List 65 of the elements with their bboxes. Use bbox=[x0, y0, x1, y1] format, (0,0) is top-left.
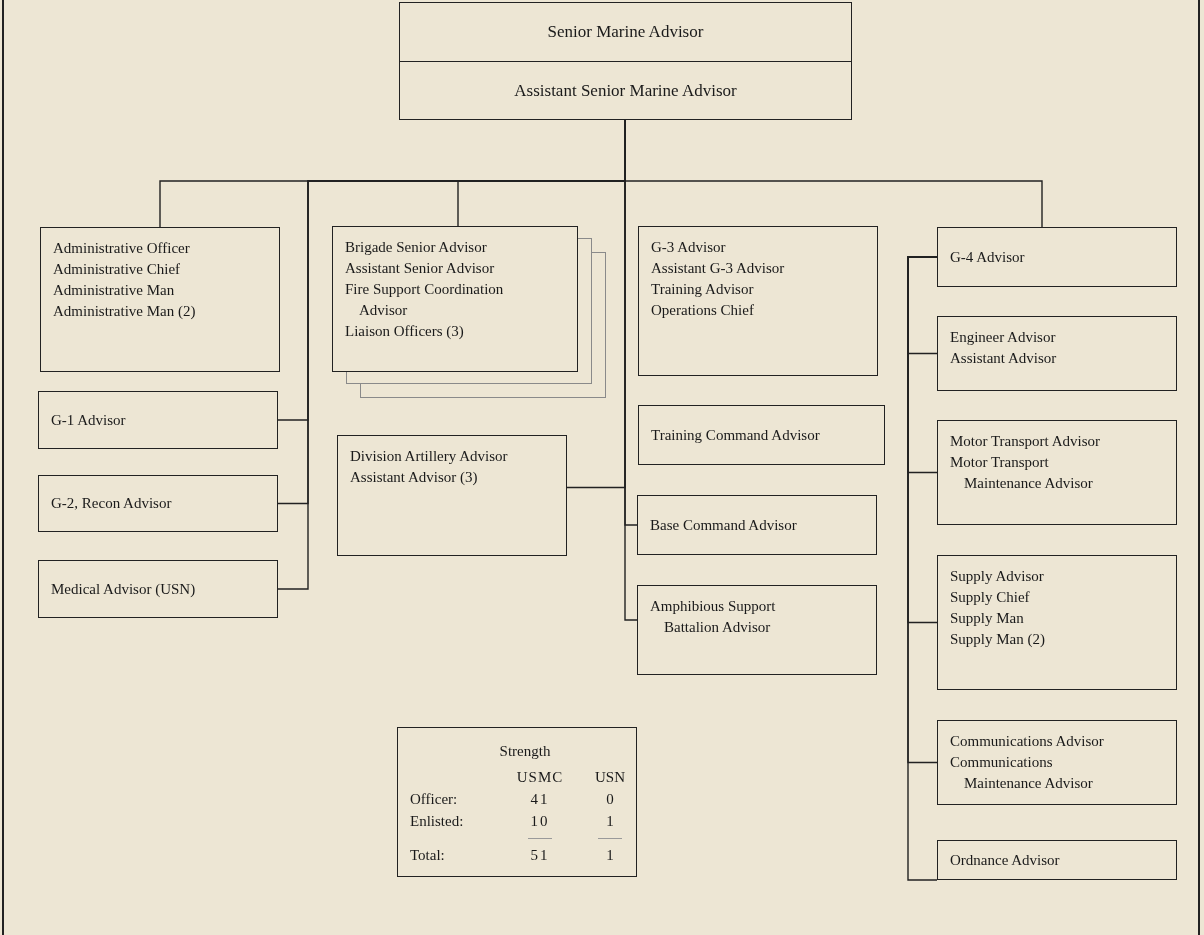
position-box bbox=[40, 227, 280, 372]
table-cell-text: Officer: bbox=[410, 790, 459, 809]
position-box bbox=[38, 560, 278, 618]
position-title: G-4 Advisor bbox=[950, 247, 1026, 267]
position-box bbox=[637, 585, 877, 675]
position-box bbox=[337, 435, 567, 556]
position-title: Base Command Advisor bbox=[650, 515, 798, 535]
position-title: Assistant Advisor (3) bbox=[350, 468, 479, 487]
table-cell-text: 51 bbox=[529, 846, 551, 865]
position-box bbox=[38, 475, 278, 532]
table-cell-text: 0 bbox=[605, 790, 615, 809]
position-box bbox=[638, 405, 885, 465]
position-box bbox=[937, 840, 1177, 880]
position-title: Engineer Advisor bbox=[950, 328, 1057, 347]
position-box bbox=[332, 226, 578, 372]
table-cell-text: USN bbox=[594, 768, 626, 787]
position-title: Assistant Advisor bbox=[950, 349, 1058, 368]
position-title: Communications Maintenance Advisor bbox=[950, 753, 1094, 793]
position-title: Medical Advisor (USN) bbox=[51, 579, 197, 599]
position-title: Assistant Senior Marine Advisor bbox=[514, 79, 737, 102]
position-box bbox=[937, 227, 1177, 287]
position-title: Communications Advisor bbox=[950, 732, 1105, 751]
position-box bbox=[637, 495, 877, 555]
position-title: Administrative Man (2) bbox=[53, 302, 197, 321]
position-title: Administrative Officer bbox=[53, 239, 191, 258]
position-title: Assistant Senior Advisor bbox=[345, 259, 496, 278]
position-title: Supply Advisor bbox=[950, 567, 1045, 586]
table-cell-text: USMC bbox=[515, 768, 565, 787]
position-title: Operations Chief bbox=[651, 301, 755, 320]
position-box bbox=[937, 555, 1177, 690]
position-box bbox=[399, 2, 852, 120]
position-title: G-3 Advisor bbox=[651, 238, 727, 257]
position-title: Division Artillery Advisor bbox=[350, 447, 509, 466]
position-title: Training Advisor bbox=[651, 280, 755, 299]
position-box bbox=[937, 420, 1177, 525]
position-title: Motor Transport Advisor bbox=[950, 432, 1102, 451]
position-title: G-1 Advisor bbox=[51, 410, 127, 430]
table-cell-text: Enlisted: bbox=[410, 812, 465, 831]
position-title: Liaison Officers (3) bbox=[345, 322, 465, 341]
position-title: Senior Marine Advisor bbox=[547, 21, 704, 43]
position-title: Supply Man (2) bbox=[950, 630, 1046, 649]
position-title: Administrative Man bbox=[53, 281, 176, 300]
position-title: Brigade Senior Advisor bbox=[345, 238, 488, 257]
position-box bbox=[638, 226, 878, 376]
connector-line bbox=[907, 256, 938, 881]
table-cell-text: Total: bbox=[410, 846, 446, 865]
position-title: Training Command Advisor bbox=[651, 425, 821, 445]
position-title: Supply Man bbox=[950, 609, 1025, 628]
position-title: Supply Chief bbox=[950, 588, 1031, 607]
position-box bbox=[937, 720, 1177, 805]
table-cell-text: 1 bbox=[605, 812, 615, 831]
table-cell-text: Strength bbox=[499, 742, 551, 761]
position-title: Amphibious Support Battalion Advisor bbox=[650, 597, 777, 637]
position-title: Motor Transport Maintenance Advisor bbox=[950, 453, 1094, 493]
table-cell-text: 10 bbox=[529, 812, 551, 831]
position-title: Fire Support Coordination Advisor bbox=[345, 280, 505, 320]
position-title: Administrative Chief bbox=[53, 260, 182, 279]
position-title: G-2, Recon Advisor bbox=[51, 494, 173, 513]
position-title: Assistant G-3 Advisor bbox=[651, 259, 786, 278]
strength-table bbox=[397, 727, 637, 877]
table-cell-text: 41 bbox=[529, 790, 551, 809]
position-title: Ordnance Advisor bbox=[950, 850, 1061, 870]
position-box bbox=[38, 391, 278, 449]
position-box bbox=[937, 316, 1177, 391]
table-cell-text: 1 bbox=[605, 846, 615, 865]
